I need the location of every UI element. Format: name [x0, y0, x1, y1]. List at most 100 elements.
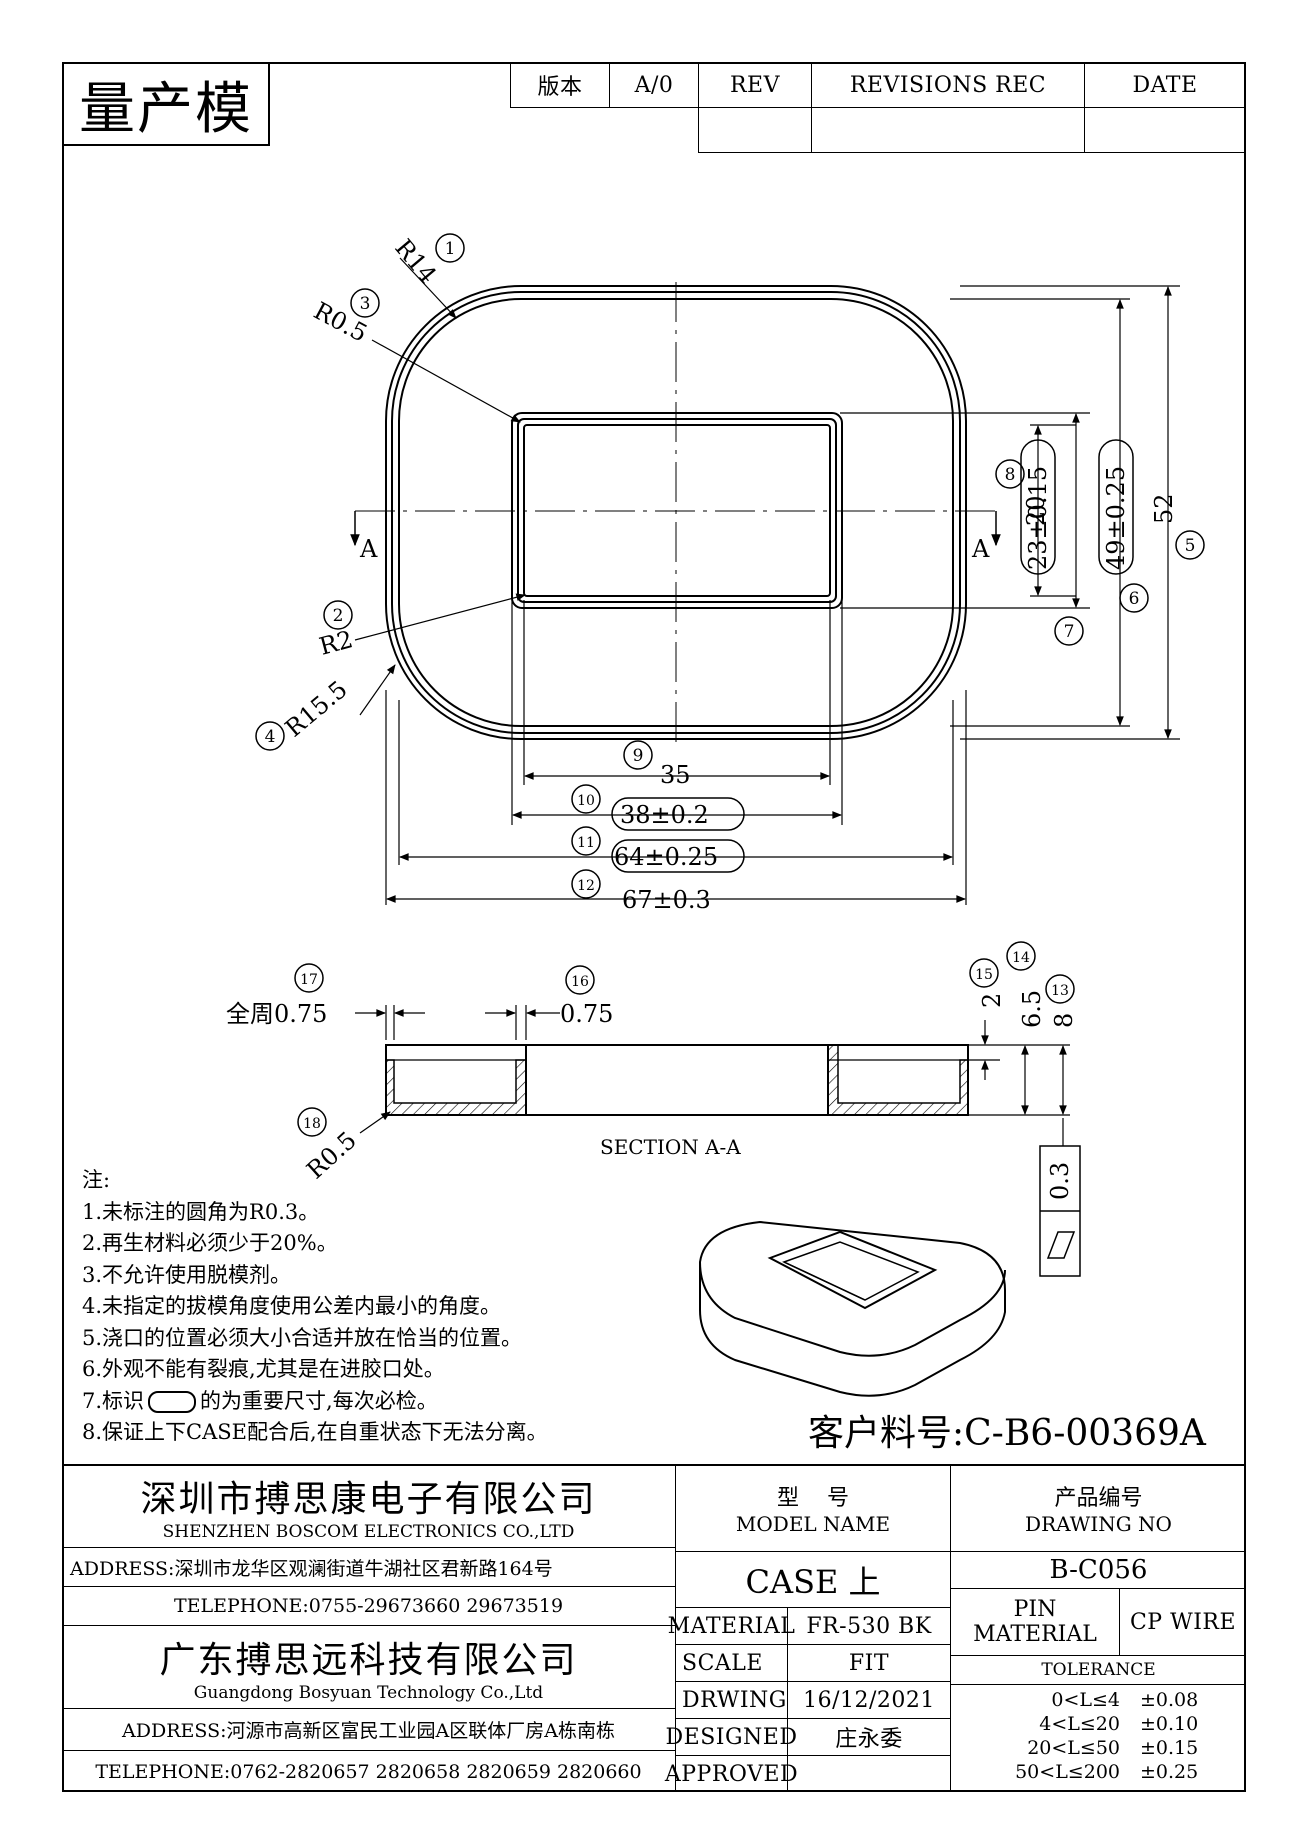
scale-value: FIT	[787, 1644, 951, 1682]
material-value: FR-530 BK	[787, 1607, 951, 1645]
company1-cn: 深圳市搏思康电子有限公司	[140, 1479, 597, 1520]
note-3: 3.不允许使用脱模剂。	[82, 1262, 292, 1287]
address2: ADDRESS:河源市高新区富民工业园A区联体厂房A栋南栋	[62, 1708, 676, 1751]
drawing-label: DRWING	[675, 1681, 788, 1719]
flatness-value: 0.3	[1046, 1162, 1074, 1200]
pin-material-value: CP WIRE	[1119, 1588, 1246, 1656]
tolerance-row: 50<L≤200±0.25	[1015, 1761, 1199, 1783]
section-dimensions	[355, 1005, 1070, 1146]
callout-18: 18	[303, 1116, 321, 1132]
section-a-right: A	[971, 535, 990, 563]
model-name-header: 型 号 MODEL NAME	[675, 1464, 951, 1552]
horizontal-dimensions	[385, 600, 967, 905]
dimension-texts: R14 R0.5 R2 R15.5 A A 20 23±0.15 49±0.25…	[226, 234, 1178, 1200]
leaders	[354, 257, 526, 716]
r14-label: R14	[389, 234, 442, 289]
date-row-1	[1084, 107, 1246, 153]
tolerance-row: 0<L≤4±0.08	[1051, 1689, 1199, 1711]
callout-2: 2	[333, 606, 344, 626]
iso-view	[699, 1220, 1006, 1397]
note-6: 6.外观不能有裂痕,尤其是在进胶口处。	[82, 1357, 445, 1381]
drawing-frame	[62, 62, 1246, 1792]
approved-value	[787, 1755, 951, 1792]
dim-38: 38±0.2	[620, 801, 709, 829]
scale-label: SCALE	[675, 1644, 788, 1682]
notes-heading: 注:	[82, 1168, 111, 1192]
tolerance-row: 4<L≤20±0.10	[1039, 1713, 1199, 1735]
callout-8: 8	[1005, 465, 1016, 485]
callout-1: 1	[445, 239, 456, 259]
stamp-text: 量产模	[79, 76, 253, 142]
section-view	[385, 1044, 969, 1116]
company1: 深圳市搏思康电子有限公司 SHENZHEN BOSCOM ELECTRONICS…	[62, 1464, 676, 1548]
drawing-date: 16/12/2021	[787, 1681, 951, 1719]
callout-10: 10	[577, 793, 595, 809]
callout-7: 7	[1064, 622, 1075, 642]
material-label: MATERIAL	[668, 1607, 795, 1645]
designed-value: 庄永委	[787, 1718, 951, 1756]
title-block	[62, 1464, 1246, 1794]
h65-label: 6.5	[1018, 990, 1046, 1028]
tolerance-row: 20<L≤50±0.15	[1027, 1737, 1199, 1759]
vertical-dimensions	[840, 285, 1180, 740]
dim-20: 20	[1022, 495, 1050, 526]
address1: ADDRESS:深圳市龙华区观澜街道牛湖社区君新路164号	[62, 1547, 676, 1587]
dim-52: 52	[1150, 493, 1178, 524]
production-stamp: 量产模	[62, 62, 270, 146]
note-1: 1.未标注的圆角为R0.3。	[82, 1199, 320, 1224]
approved-label: APPROVED	[665, 1755, 798, 1792]
notes: 注: 1.未标注的圆角为R0.3。 2.再生材料必须少于20%。 3.不允许使用…	[82, 1165, 548, 1449]
company2-en: Guangdong Bosyuan Technology Co.,Ltd	[193, 1683, 544, 1703]
key-dim-ovals	[611, 439, 1134, 873]
company1-en: SHENZHEN BOSCOM ELECTRONICS CO.,LTD	[162, 1522, 575, 1542]
customer-part-number: 客户料号:C-B6-00369A	[808, 1413, 1206, 1454]
centerlines	[355, 282, 996, 745]
designed-label: DESIGNED	[666, 1718, 797, 1756]
callout-6: 6	[1129, 589, 1140, 609]
dim-67: 67±0.3	[622, 886, 711, 914]
callout-3: 3	[360, 294, 371, 314]
date-header: DATE	[1084, 62, 1246, 108]
callout-4: 4	[265, 727, 276, 747]
r155-label: R15.5	[280, 675, 353, 742]
drawing-no-value: B-C056	[950, 1551, 1246, 1589]
section-markers	[350, 511, 1001, 547]
callout-13: 13	[1051, 983, 1069, 999]
key-dimension-symbol	[148, 1391, 197, 1413]
telephone2: TELEPHONE:0762-2820657 2820658 2820659 2…	[62, 1750, 676, 1792]
note-8: 8.保证上下CASE配合后,在自重状态下无法分离。	[82, 1420, 548, 1444]
dim-23: 23±0.15	[1024, 466, 1052, 570]
callout-15: 15	[975, 967, 993, 983]
callout-11: 11	[577, 835, 595, 851]
callout-5: 5	[1185, 536, 1196, 556]
section-a-left: A	[359, 535, 378, 563]
note-2: 2.再生材料必须少于20%。	[82, 1231, 338, 1255]
callout-17: 17	[300, 972, 318, 988]
callout-circles	[255, 233, 1205, 1137]
model-name-value: CASE 上	[675, 1551, 951, 1608]
callout-14: 14	[1012, 950, 1030, 966]
company2: 广东搏思远科技有限公司 Guangdong Bosyuan Technology…	[62, 1625, 676, 1709]
dim-64: 64±0.25	[614, 843, 718, 871]
flatness-frame	[1039, 1145, 1081, 1277]
tolerance-header: TOLERANCE	[950, 1655, 1246, 1685]
company2-cn: 广东搏思远科技有限公司	[159, 1640, 578, 1681]
inner-wall-label: 0.75	[560, 1000, 613, 1028]
callout-numbers: 1 2 3 4 5 6 7 8 9 10 11 12 13 14 15 16 1…	[265, 239, 1196, 1132]
r2-label: R2	[316, 625, 355, 661]
note-7: 7.标识的为重要尺寸,每次必检。	[82, 1388, 438, 1413]
dim-35: 35	[660, 761, 691, 789]
callout-9: 9	[633, 746, 644, 766]
callout-12: 12	[577, 878, 595, 894]
section-title: SECTION A-A	[600, 1135, 741, 1159]
pin-material-label: PIN MATERIAL	[950, 1588, 1120, 1656]
wall-label: 全周0.75	[226, 1000, 327, 1028]
callout-16: 16	[571, 974, 589, 990]
h2-label: 2	[978, 993, 1006, 1008]
note-4: 4.未指定的拔模角度使用公差内最小的角度。	[82, 1294, 502, 1318]
tolerance-table: 0<L≤4±0.08 4<L≤20±0.10 20<L≤50±0.15 50<L…	[990, 1688, 1230, 1784]
h8-label: 8	[1050, 1013, 1078, 1028]
drawing-no-header: 产品编号 DRAWING NO	[950, 1464, 1246, 1552]
dim-49: 49±0.25	[1102, 466, 1130, 570]
